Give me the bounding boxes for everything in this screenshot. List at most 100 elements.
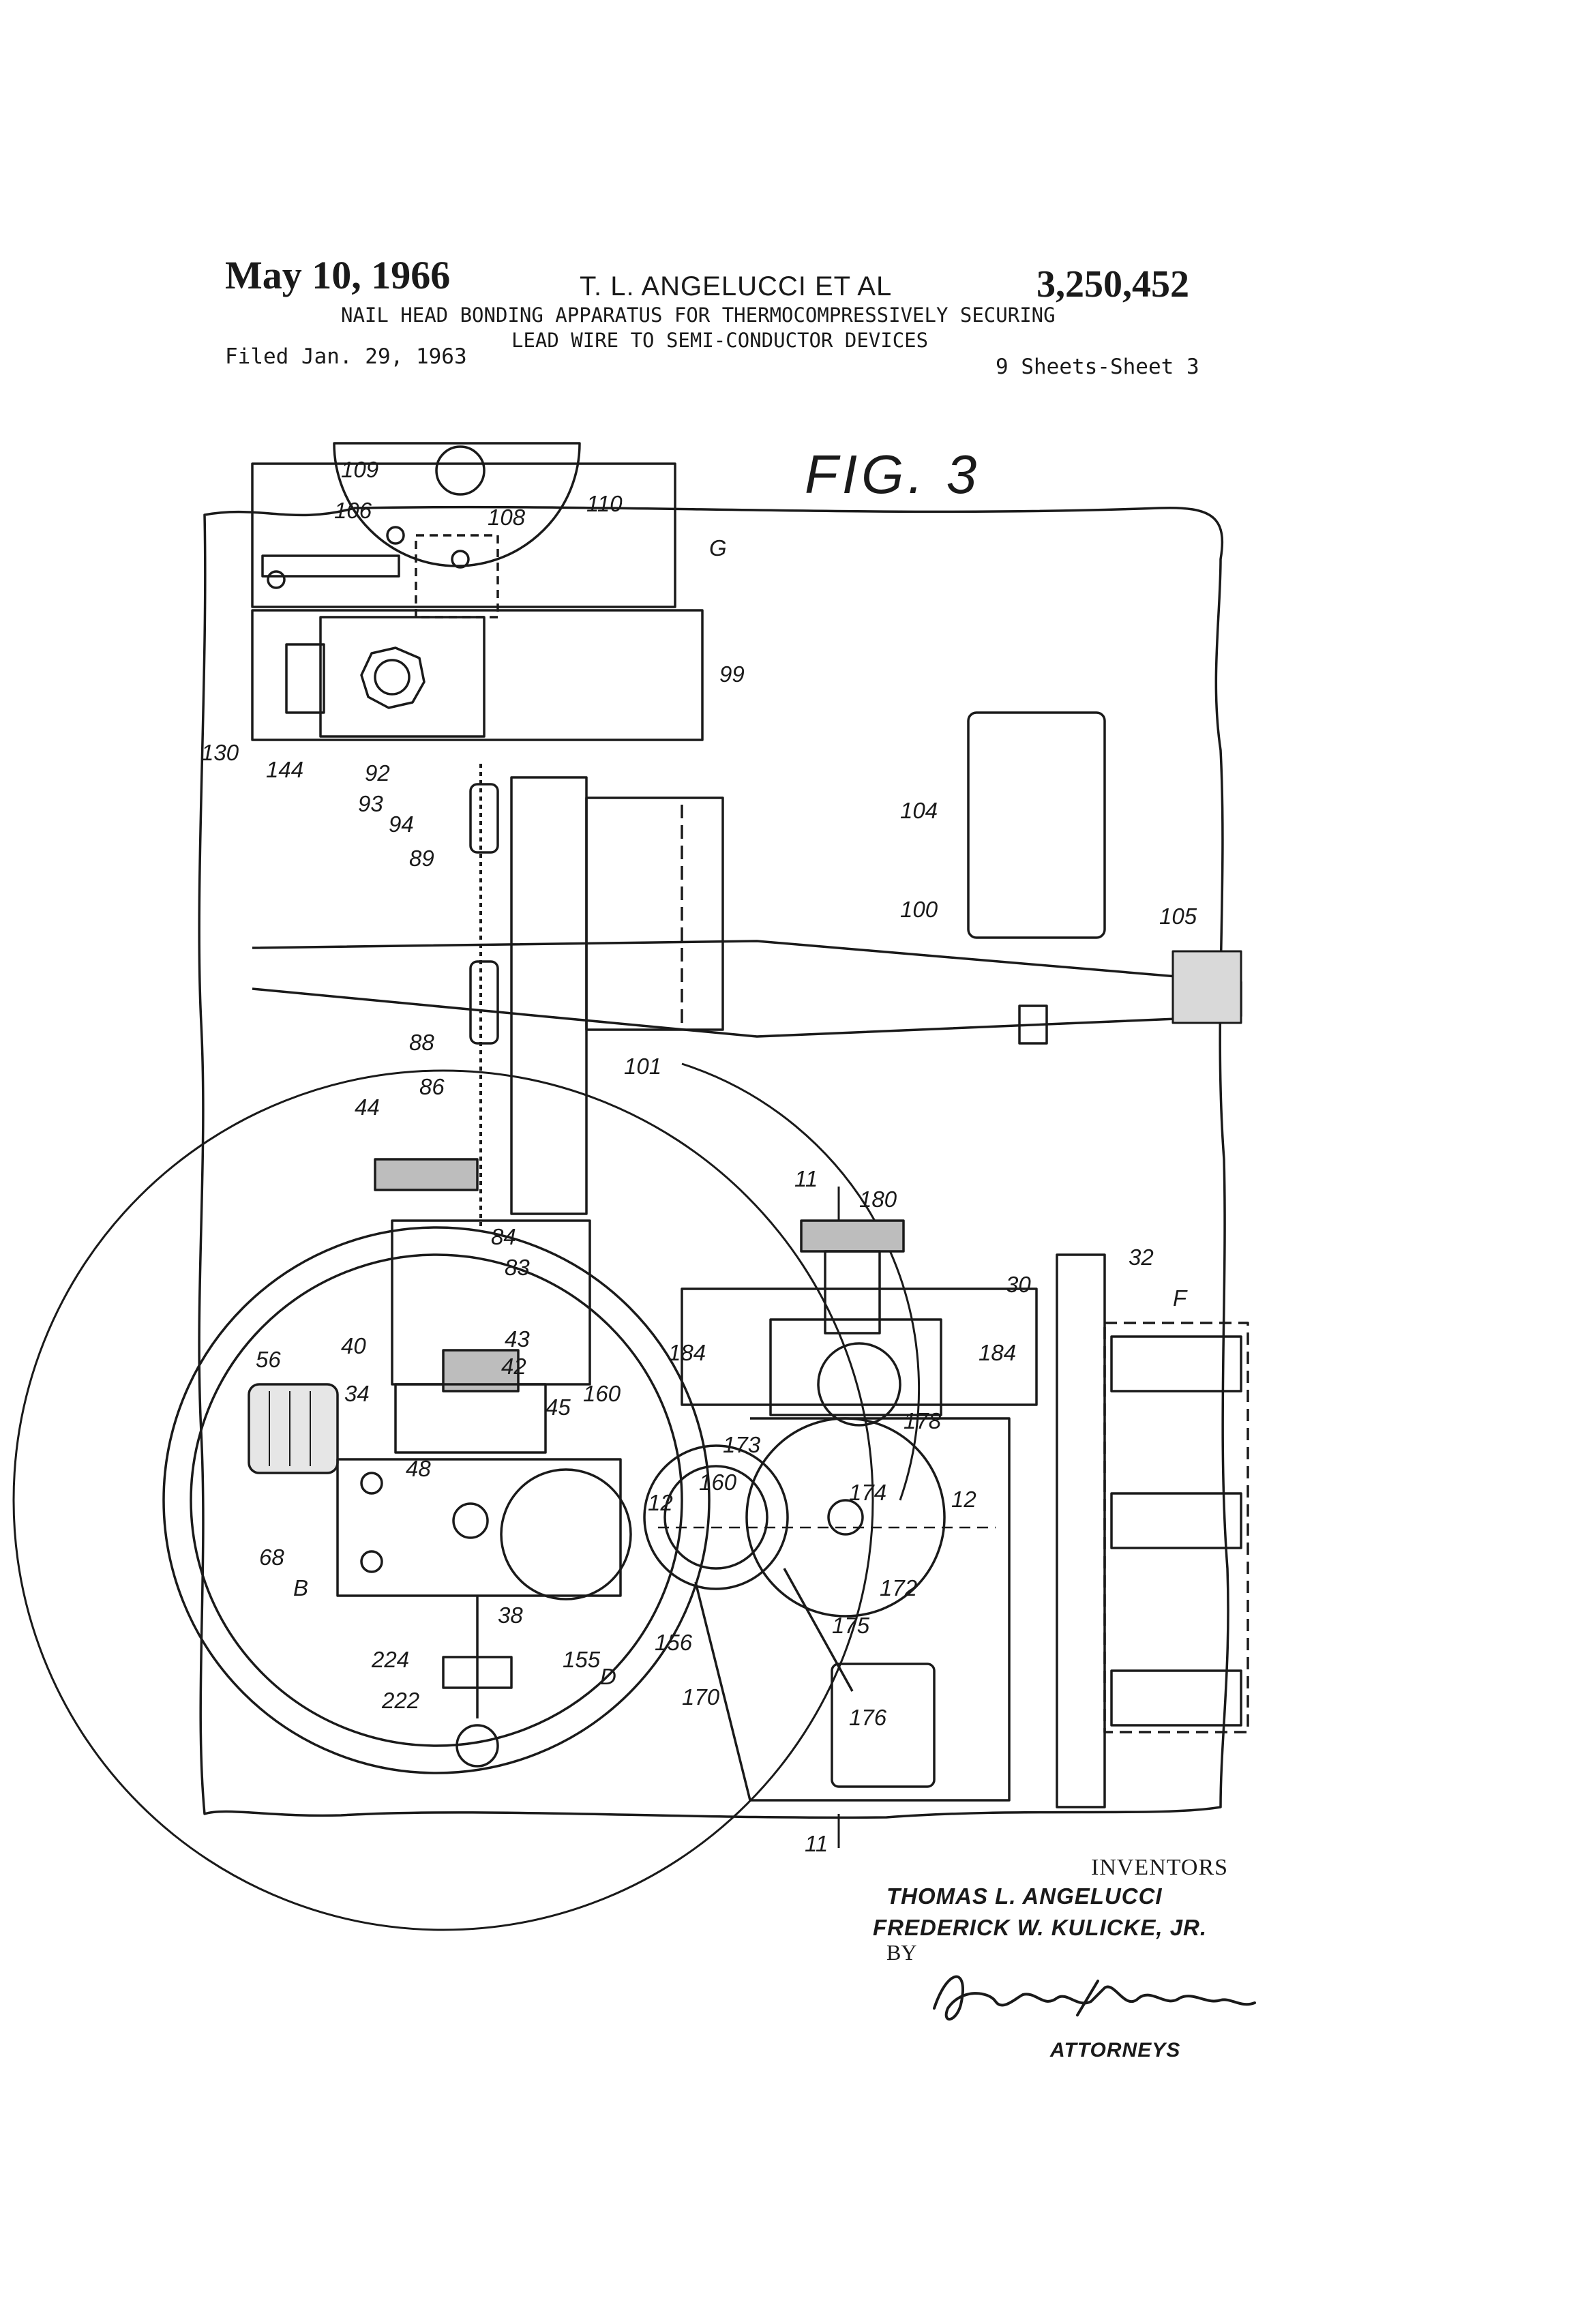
reference-numeral: 32 <box>1129 1245 1154 1270</box>
slide-block-99 <box>251 609 704 741</box>
reference-numeral: 174 <box>849 1480 886 1505</box>
title-line-1: NAIL HEAD BONDING APPARATUS FOR THERMOCO… <box>341 303 1056 327</box>
reference-numeral: 68 <box>259 1545 284 1570</box>
reference-numeral: 130 <box>201 740 239 765</box>
bracket-170 <box>694 1417 1011 1802</box>
reference-numeral: G <box>709 535 727 561</box>
reference-numeral: 44 <box>355 1094 380 1120</box>
gear-38 <box>500 1468 632 1600</box>
reference-numeral: 100 <box>900 897 938 922</box>
reference-numeral: 101 <box>624 1054 661 1079</box>
reference-numeral: 184 <box>668 1340 706 1365</box>
gear-173 <box>663 1465 768 1570</box>
reference-numeral: D <box>600 1664 616 1689</box>
base-plate-outline <box>198 505 1229 1819</box>
turntable-arc <box>681 1062 921 1501</box>
arm-100 <box>252 940 1242 1038</box>
plate-30 <box>681 1287 1038 1406</box>
reference-numeral: 93 <box>358 791 383 816</box>
rail-block-mid <box>1110 1492 1242 1549</box>
rail-block-bot <box>1110 1669 1242 1727</box>
post-180 <box>824 1250 881 1335</box>
turntable-ring-inner <box>190 1253 683 1747</box>
block-34 <box>394 1383 547 1454</box>
hex-nut-core <box>374 659 411 696</box>
reference-numeral: 99 <box>719 661 745 687</box>
reference-numeral: 172 <box>880 1575 917 1600</box>
reference-numeral: 88 <box>409 1030 434 1055</box>
by-label: BY <box>886 1940 917 1965</box>
inventors-heading: INVENTORS <box>1091 1855 1229 1880</box>
top-bracket <box>251 462 676 608</box>
reference-numeral: 176 <box>849 1705 887 1730</box>
reference-numeral: 56 <box>256 1347 281 1372</box>
hex-nut-130 <box>360 646 426 709</box>
reference-numeral: 160 <box>583 1381 621 1406</box>
lower-plate-68 <box>336 1458 622 1597</box>
gear-174-hub <box>827 1499 864 1536</box>
knurled-ring-44 <box>374 1158 479 1191</box>
reference-numeral: 180 <box>859 1187 897 1212</box>
post-32 <box>1056 1253 1106 1808</box>
semicircle-plate <box>333 442 581 567</box>
column-sleeve <box>585 796 724 1031</box>
rod-175 <box>783 1568 854 1692</box>
turntable-outer <box>12 1069 874 1931</box>
plate-176 <box>831 1663 936 1788</box>
reference-numeral: 144 <box>266 757 303 782</box>
rail-block-top <box>1110 1335 1242 1392</box>
reference-numeral: 11 <box>805 1831 828 1856</box>
reference-numeral: 105 <box>1159 904 1197 929</box>
reference-numeral: 173 <box>723 1432 761 1457</box>
knob-180 <box>800 1219 905 1253</box>
patent-number: 3,250,452 <box>1036 263 1189 306</box>
rail-f <box>1103 1322 1249 1733</box>
weight-stem <box>1018 1004 1048 1045</box>
nut-222 <box>456 1724 499 1768</box>
inventor-name-2: FREDERICK W. KULICKE, JR. <box>873 1915 1208 1940</box>
reference-numeral: 156 <box>655 1630 693 1655</box>
reference-numeral: 175 <box>832 1613 870 1638</box>
reference-numeral: 110 <box>586 491 623 516</box>
set-screw <box>267 570 286 589</box>
reference-numeral: 155 <box>563 1647 601 1672</box>
reference-numeral: 184 <box>979 1340 1016 1365</box>
reference-numeral: 48 <box>406 1456 431 1481</box>
side-lug <box>285 643 325 714</box>
inventor-name-1: THOMAS L. ANGELUCCI <box>886 1883 1163 1909</box>
reference-numeral: 94 <box>389 811 414 837</box>
weight-104 <box>967 711 1106 939</box>
reference-numeral: 170 <box>682 1684 720 1710</box>
vertical-column <box>510 776 588 1215</box>
reference-numeral: 12 <box>648 1490 673 1515</box>
gear-174 <box>745 1417 946 1618</box>
pulley-88 <box>469 960 499 1045</box>
reference-numeral: 38 <box>498 1603 523 1628</box>
reference-numeral: 109 <box>341 457 378 482</box>
filed-date: Filed Jan. 29, 1963 <box>225 344 467 369</box>
reference-numeral: 84 <box>491 1224 516 1249</box>
attorney-signature <box>933 1975 1256 2021</box>
reference-numeral: 42 <box>501 1354 526 1379</box>
reference-numeral: 34 <box>344 1381 370 1406</box>
pinion-160 <box>643 1444 789 1590</box>
reference-numeral: 92 <box>365 760 390 786</box>
inventor-short: T. L. ANGELUCCI ET AL <box>580 271 893 301</box>
reference-numeral: 89 <box>409 846 434 871</box>
pulley-89 <box>469 783 499 854</box>
reference-numeral: 108 <box>488 505 526 530</box>
reference-numeral: 178 <box>904 1408 942 1433</box>
knob-56 <box>248 1383 339 1474</box>
reference-numeral: B <box>293 1575 308 1600</box>
slot <box>261 554 400 578</box>
reference-numeral: 11 <box>794 1166 818 1191</box>
screw-68b <box>360 1550 383 1573</box>
reference-numeral: 83 <box>505 1255 530 1280</box>
bolt-109 <box>435 445 486 496</box>
block-g <box>415 534 499 619</box>
reference-numeral: 160 <box>699 1470 737 1495</box>
screw-68a <box>360 1472 383 1495</box>
screw-106 <box>386 526 405 545</box>
